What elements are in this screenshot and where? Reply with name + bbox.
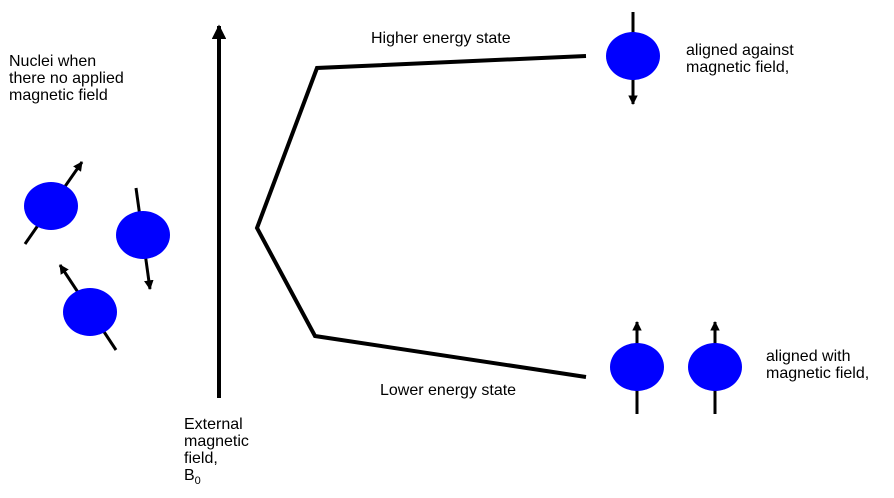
b0-subscript: 0 <box>194 475 201 487</box>
spin-nucleus-icon <box>58 264 118 351</box>
b0-letter: B <box>184 467 195 484</box>
spin-up-nucleus-icon <box>610 321 664 414</box>
label-line: magnetic field, <box>766 365 870 382</box>
external-field-label: External magnetic field, B0 <box>184 416 249 490</box>
energy-splitting-lines <box>254 54 587 379</box>
label-line: Nuclei when <box>9 53 97 70</box>
label-line: aligned with <box>766 348 851 365</box>
label-line: magnetic field, <box>686 59 790 76</box>
spin-down-nucleus-icon <box>606 12 660 105</box>
label-line: aligned against <box>686 42 794 59</box>
spin-nucleus-icon <box>116 187 170 290</box>
label-line: field, <box>184 450 218 467</box>
label-line: External <box>184 416 243 433</box>
aligned-against-label: aligned against magnetic field, <box>686 42 794 76</box>
nuclei-no-field-label: Nuclei when there no applied magnetic fi… <box>9 53 124 104</box>
lower-energy-label: Lower energy state <box>380 382 517 399</box>
spin-up-nucleus-icon <box>688 321 742 414</box>
higher-energy-label: Higher energy state <box>371 30 511 47</box>
spin-nucleus-icon <box>23 161 84 245</box>
label-line: magnetic <box>184 433 249 450</box>
label-line: there no applied <box>9 70 124 87</box>
label-line: magnetic field <box>9 87 108 104</box>
aligned-with-label: aligned with magnetic field, <box>766 348 869 382</box>
b0-symbol: B0 <box>184 467 249 490</box>
